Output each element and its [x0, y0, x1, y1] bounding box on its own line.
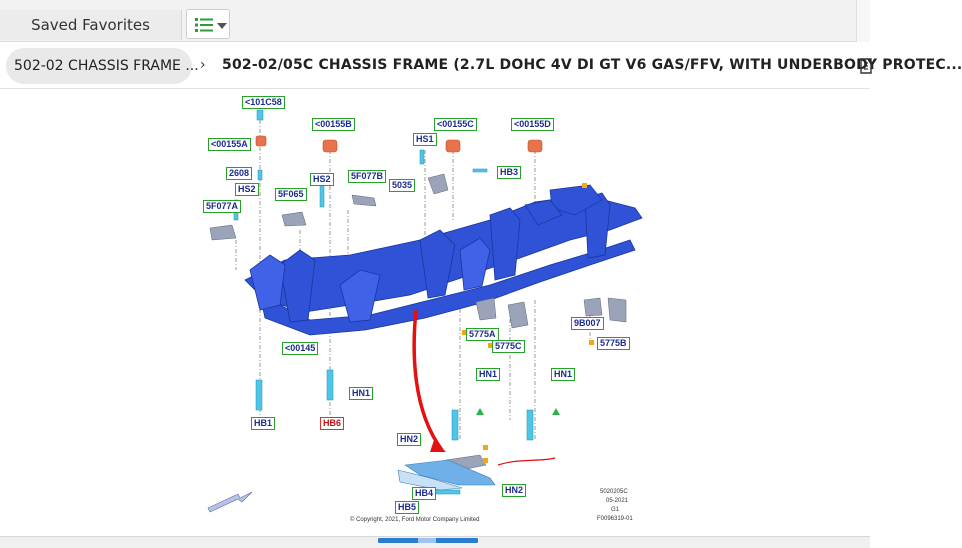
body-mounts — [255, 135, 543, 153]
callout-5f077a[interactable]: 5F077A — [203, 200, 242, 213]
chassis-frame-shape — [244, 192, 643, 336]
callout-hb1[interactable]: HB1 — [251, 417, 276, 430]
callout-hs1[interactable]: HS1 — [413, 133, 437, 146]
breadcrumb-separator-icon: › — [200, 57, 206, 73]
copyright-text: © Copyright, 2021, Ford Motor Company Li… — [350, 517, 480, 523]
page-title: 502-02/05C CHASSIS FRAME (2.7L DOHC 4V D… — [222, 57, 962, 73]
view-toggle-button[interactable] — [186, 9, 230, 39]
list-icon — [195, 18, 213, 32]
breadcrumb: 502-02 CHASSIS FRAME ... › 502-02/05C CH… — [0, 43, 962, 89]
callout-5035[interactable]: 5035 — [389, 179, 416, 192]
callout-hb5[interactable]: HB5 — [395, 501, 420, 514]
callout-hn2-right[interactable]: HN2 — [502, 484, 527, 497]
callout-00145[interactable]: <00145 — [282, 342, 319, 355]
callout-5f065[interactable]: 5F065 — [275, 188, 307, 201]
expand-icon[interactable] — [860, 57, 874, 75]
callout-00155a[interactable]: <00155A — [208, 138, 251, 151]
callout-5775c[interactable]: 5775C — [492, 340, 525, 353]
callout-hb6[interactable]: HB6 — [320, 417, 345, 430]
callout-5775a[interactable]: 5775A — [466, 328, 499, 341]
red-annotation-line — [497, 457, 556, 466]
callout-hb3[interactable]: HB3 — [497, 166, 522, 179]
horizontal-scrollbar[interactable] — [0, 536, 870, 548]
callout-101c58[interactable]: <101C58 — [242, 96, 285, 109]
callout-hb4[interactable]: HB4 — [412, 487, 437, 500]
callout-00155b[interactable]: <00155B — [312, 118, 355, 131]
top-toolbar: Saved Favorites — [0, 0, 870, 42]
callout-9b007[interactable]: 9B007 — [571, 317, 604, 330]
chassis-frame-diagram — [207, 109, 643, 513]
lower-bracket — [397, 459, 496, 491]
callout-00155d[interactable]: <00155D — [511, 118, 554, 131]
breadcrumb-section-link[interactable]: 502-02 CHASSIS FRAME ... — [6, 48, 199, 84]
part-code-line: G1 — [611, 507, 620, 513]
scroll-grip-icon — [418, 538, 436, 543]
callout-hn1-left[interactable]: HN1 — [349, 387, 374, 400]
direction-arrow-icon — [207, 491, 253, 513]
chevron-down-icon — [217, 23, 227, 29]
callout-hn1-mid[interactable]: HN1 — [476, 368, 501, 381]
red-annotation-arrow — [412, 309, 444, 452]
part-code-line: 5020205C — [600, 489, 628, 495]
callout-5775b[interactable]: 5775B — [597, 337, 630, 350]
callout-2608[interactable]: 2608 — [226, 167, 253, 180]
part-code-line: F0096319-01 — [597, 516, 633, 522]
toolbar-edge — [856, 0, 870, 42]
callout-hs2-mid[interactable]: HS2 — [310, 173, 334, 186]
callout-hn1-right[interactable]: HN1 — [551, 368, 576, 381]
callout-hn2-left[interactable]: HN2 — [397, 433, 422, 446]
part-code-line: 05-2021 — [606, 498, 629, 504]
brackets — [209, 173, 627, 473]
callout-hs2-left[interactable]: HS2 — [235, 183, 259, 196]
callout-00155c[interactable]: <00155C — [434, 118, 477, 131]
saved-favorites-tab[interactable]: Saved Favorites — [0, 10, 182, 40]
callout-5f077b[interactable]: 5F077B — [348, 170, 387, 183]
